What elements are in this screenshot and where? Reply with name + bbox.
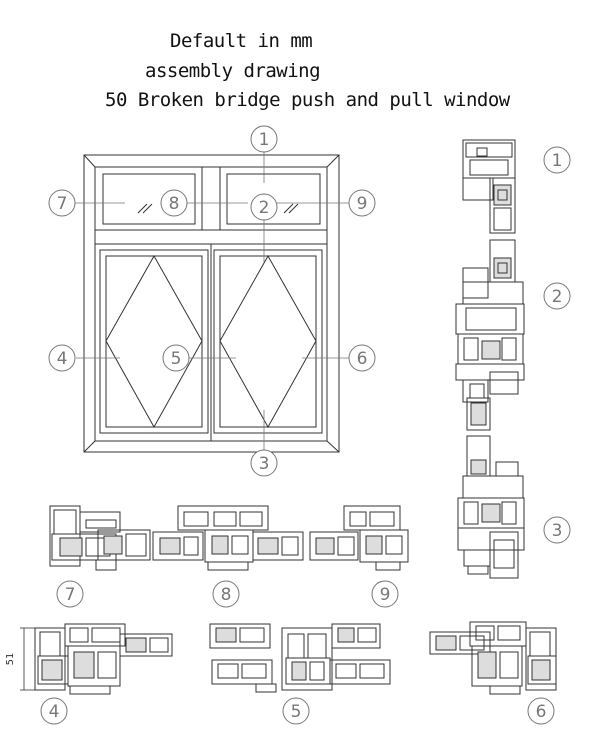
vertical-sections [455, 139, 525, 579]
window-elevation [83, 154, 340, 453]
section-5-profile [209, 623, 391, 693]
section-8-label: 8 [221, 585, 232, 605]
callout-8-label: 8 [169, 194, 180, 214]
section-1-profile [462, 139, 516, 234]
title-default-unit: Default in mm [170, 30, 313, 52]
section-2-label: 2 [552, 287, 563, 307]
section-3-profile [457, 435, 525, 579]
callout-7-label: 7 [57, 194, 68, 214]
top-left-glass [102, 173, 196, 225]
section-2-profile [455, 239, 525, 431]
section-1-label: 1 [552, 151, 563, 171]
outer-frame [83, 154, 340, 453]
callout-4-section [40, 697, 68, 725]
left-sash-glass [105, 255, 203, 428]
callout-3-section [543, 516, 571, 544]
callout-9-elevation [348, 189, 376, 217]
callout-4-label: 4 [57, 349, 68, 369]
callout-1-section [543, 146, 571, 174]
title-assembly-drawing: assembly drawing [145, 60, 321, 82]
section-8-profile [152, 505, 304, 571]
callout-5-section [282, 697, 310, 725]
section-4-profile [34, 623, 173, 695]
callout-1-label: 1 [259, 130, 270, 150]
right-sash-opening-mark [219, 254, 317, 429]
callout-6-section [527, 697, 555, 725]
section-6-label: 6 [536, 702, 547, 722]
leader-lines [75, 152, 349, 450]
callout-7-section [56, 580, 84, 608]
callout-5-label: 5 [171, 349, 182, 369]
horizontal-sections-lower [34, 621, 557, 695]
right-sash [213, 249, 323, 434]
section-5-label: 5 [291, 702, 302, 722]
section-7-profile [49, 505, 151, 571]
callout-2-section [543, 282, 571, 310]
callout-9-label: 9 [357, 194, 368, 214]
callout-6-elevation [348, 344, 376, 372]
callout-9-section [371, 580, 399, 608]
title-window-name: 50 Broken bridge push and pull window [105, 89, 510, 111]
transom [94, 229, 328, 245]
section-9-label: 9 [380, 585, 391, 605]
glass-mark-right [283, 203, 299, 214]
height-dimension-label: 51 [5, 653, 16, 666]
callout-3-label: 3 [259, 454, 270, 474]
section-4-label: 4 [49, 702, 60, 722]
top-right-glass [226, 173, 321, 225]
callout-7-elevation [48, 189, 76, 217]
section-9-profile [309, 505, 409, 571]
callout-5-elevation [162, 344, 190, 372]
left-sash-opening-mark [105, 254, 203, 429]
callout-6-label: 6 [357, 349, 368, 369]
glass-mark-left [137, 203, 153, 214]
horizontal-sections-upper [49, 505, 409, 571]
callout-8-elevation [160, 189, 188, 217]
right-sash-glass [219, 255, 317, 428]
callout-2-label: 2 [259, 198, 270, 218]
top-mullion [201, 166, 221, 231]
callout-1-elevation [250, 125, 278, 153]
section-6-profile [429, 621, 557, 695]
callout-4-elevation [48, 344, 76, 372]
height-dimension [20, 627, 35, 691]
callout-8-section [212, 580, 240, 608]
section-7-label: 7 [65, 585, 76, 605]
callout-3-elevation [250, 449, 278, 477]
left-sash [99, 249, 209, 434]
callout-2-elevation [250, 193, 278, 221]
section-3-label: 3 [552, 521, 563, 541]
